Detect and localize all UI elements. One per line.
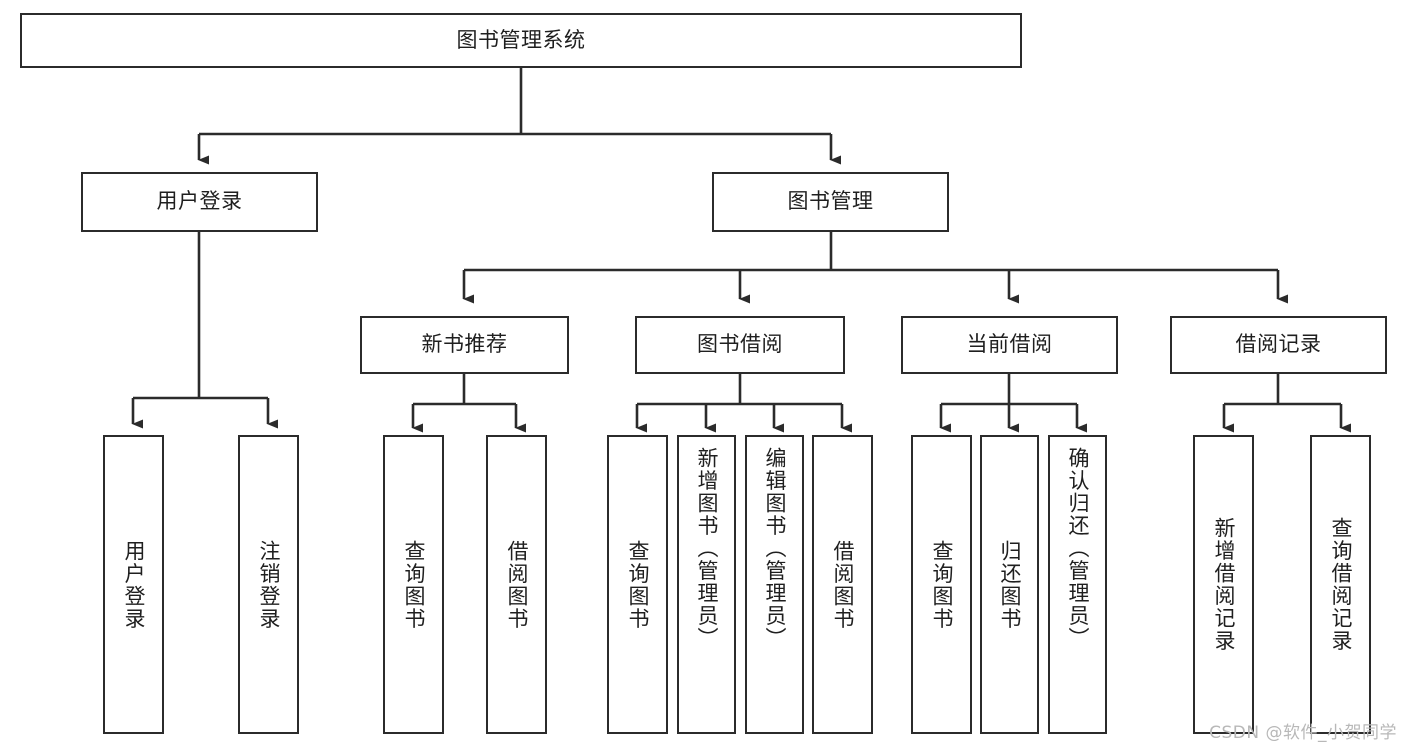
node-leaf-borrow-book-1-label: 借阅图书 bbox=[504, 539, 529, 630]
node-leaf-confirm-return-label: 确认归还（管理员） bbox=[1065, 447, 1090, 650]
node-leaf-logout[interactable]: 注销登录 bbox=[238, 435, 299, 734]
node-leaf-borrow-book-2[interactable]: 借阅图书 bbox=[812, 435, 873, 734]
node-root[interactable]: 图书管理系统 bbox=[20, 13, 1022, 68]
node-leaf-add-record[interactable]: 新增借阅记录 bbox=[1193, 435, 1254, 734]
node-root-label: 图书管理系统 bbox=[456, 27, 586, 52]
node-leaf-add-book[interactable]: 新增图书（管理员） bbox=[677, 435, 736, 734]
node-leaf-add-record-label: 新增借阅记录 bbox=[1211, 517, 1236, 652]
node-book-borrow-label: 图书借阅 bbox=[697, 332, 783, 357]
node-leaf-return-book[interactable]: 归还图书 bbox=[980, 435, 1039, 734]
node-current-borrow[interactable]: 当前借阅 bbox=[901, 316, 1118, 374]
node-leaf-query-book-2[interactable]: 查询图书 bbox=[607, 435, 668, 734]
node-book-manage[interactable]: 图书管理 bbox=[712, 172, 949, 232]
node-leaf-borrow-book-1[interactable]: 借阅图书 bbox=[486, 435, 547, 734]
node-borrow-record-label: 借阅记录 bbox=[1235, 332, 1322, 357]
node-leaf-borrow-book-2-label: 借阅图书 bbox=[830, 539, 855, 630]
node-leaf-query-book-2-label: 查询图书 bbox=[625, 539, 650, 630]
node-leaf-query-book-1[interactable]: 查询图书 bbox=[383, 435, 444, 734]
node-leaf-edit-book[interactable]: 编辑图书（管理员） bbox=[745, 435, 804, 734]
node-leaf-user-login[interactable]: 用户登录 bbox=[103, 435, 164, 734]
node-leaf-query-book-3[interactable]: 查询图书 bbox=[911, 435, 972, 734]
node-leaf-add-book-label: 新增图书（管理员） bbox=[694, 447, 719, 650]
node-new-book-rec-label: 新书推荐 bbox=[421, 332, 508, 357]
node-book-borrow[interactable]: 图书借阅 bbox=[635, 316, 845, 374]
node-leaf-query-book-3-label: 查询图书 bbox=[929, 539, 954, 630]
node-leaf-query-book-1-label: 查询图书 bbox=[401, 539, 426, 630]
node-user-login[interactable]: 用户登录 bbox=[81, 172, 318, 232]
watermark: CSDN @软件_小贺同学 bbox=[1209, 723, 1397, 743]
node-leaf-return-book-label: 归还图书 bbox=[997, 539, 1022, 630]
node-leaf-query-record-label: 查询借阅记录 bbox=[1328, 517, 1353, 652]
node-user-login-label: 用户登录 bbox=[156, 189, 243, 214]
node-leaf-confirm-return[interactable]: 确认归还（管理员） bbox=[1048, 435, 1107, 734]
node-leaf-query-record[interactable]: 查询借阅记录 bbox=[1310, 435, 1371, 734]
node-borrow-record[interactable]: 借阅记录 bbox=[1170, 316, 1387, 374]
node-new-book-rec[interactable]: 新书推荐 bbox=[360, 316, 569, 374]
node-leaf-logout-label: 注销登录 bbox=[256, 539, 281, 630]
node-leaf-edit-book-label: 编辑图书（管理员） bbox=[762, 447, 787, 650]
node-current-borrow-label: 当前借阅 bbox=[966, 332, 1053, 357]
node-book-manage-label: 图书管理 bbox=[787, 189, 874, 214]
node-leaf-user-login-label: 用户登录 bbox=[121, 539, 146, 630]
